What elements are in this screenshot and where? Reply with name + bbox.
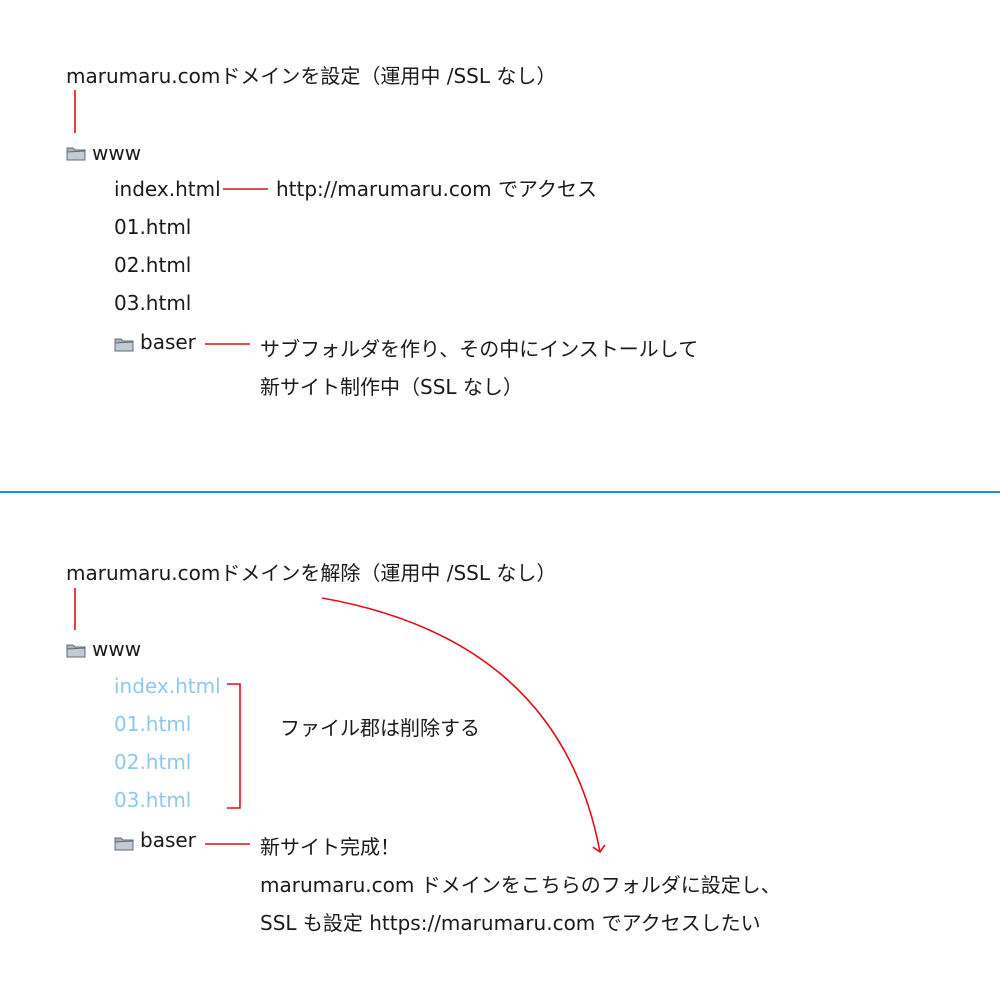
baser-complete-note-line-3: SSL も設定 https://marumaru.com でアクセスしたい bbox=[260, 911, 761, 935]
folder-www-label[interactable]: www bbox=[92, 141, 142, 165]
index-access-note: http://marumaru.com でアクセス bbox=[276, 177, 597, 201]
file-01-html[interactable]: 01.html bbox=[114, 215, 192, 239]
root-domain-title: marumaru.comドメインを設定（運用中 /SSL なし） bbox=[66, 64, 557, 88]
file-index-html-deleted[interactable]: index.html bbox=[114, 674, 221, 698]
section-divider bbox=[0, 491, 1000, 493]
baser-complete-note-line-2: marumaru.com ドメインをこちらのフォルダに設定し、 bbox=[260, 873, 781, 897]
folder-icon bbox=[114, 837, 134, 851]
folder-baser-label-bottom[interactable]: baser bbox=[140, 828, 196, 852]
files-delete-note: ファイル郡は削除する bbox=[280, 716, 480, 740]
baser-note-line-2: 新サイト制作中（SSL なし） bbox=[260, 375, 523, 399]
files-bracket bbox=[227, 683, 241, 809]
folder-baser-label[interactable]: baser bbox=[140, 330, 196, 354]
root-domain-title-bottom: marumaru.comドメインを解除（運用中 /SSL なし） bbox=[66, 561, 557, 585]
folder-icon bbox=[66, 147, 86, 161]
file-index-html[interactable]: index.html bbox=[114, 177, 221, 201]
file-03-html[interactable]: 03.html bbox=[114, 291, 192, 315]
folder-icon bbox=[66, 644, 86, 658]
file-02-html-deleted[interactable]: 02.html bbox=[114, 750, 192, 774]
folder-icon bbox=[114, 338, 134, 352]
file-03-html-deleted[interactable]: 03.html bbox=[114, 788, 192, 812]
baser-complete-note-line-1: 新サイト完成！ bbox=[260, 835, 400, 859]
folder-www-label-bottom[interactable]: www bbox=[92, 637, 142, 661]
baser-note-line-1: サブフォルダを作り、その中にインストールして bbox=[260, 337, 699, 361]
file-02-html[interactable]: 02.html bbox=[114, 253, 192, 277]
file-01-html-deleted[interactable]: 01.html bbox=[114, 712, 192, 736]
